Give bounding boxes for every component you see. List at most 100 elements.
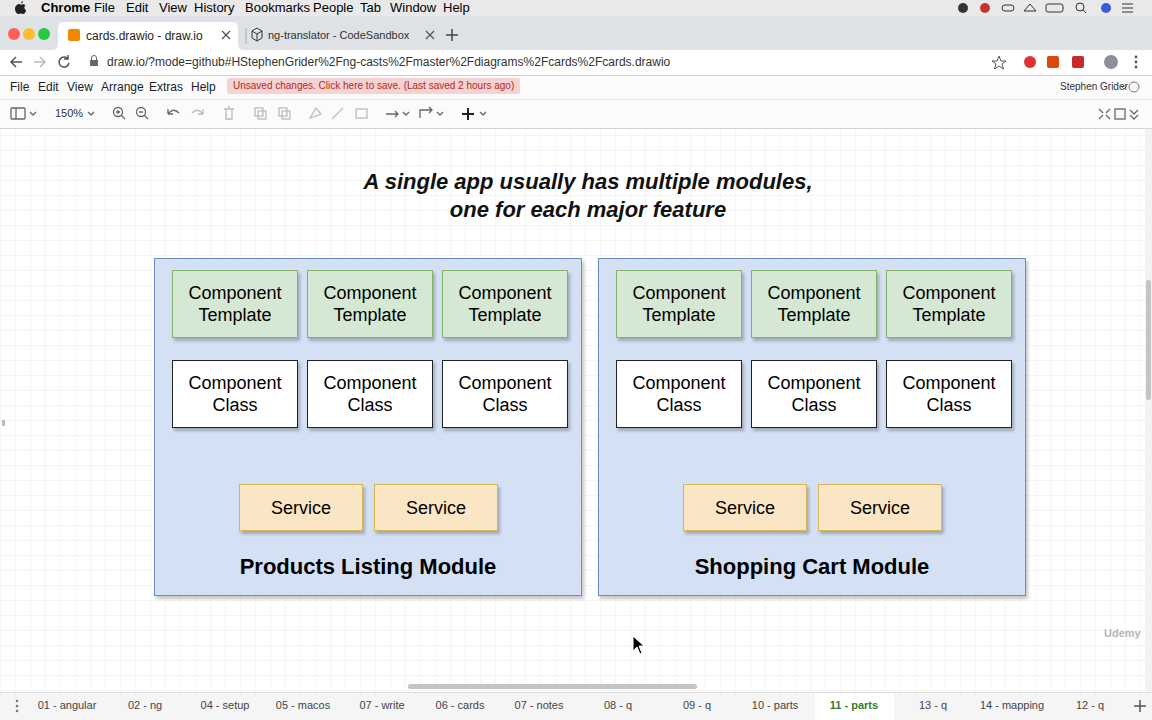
tab-close [222, 31, 230, 39]
tab-separator [246, 28, 247, 44]
separator [0, 692, 1152, 693]
menu-item: People [313, 0, 353, 16]
node-text: Component Class [314, 372, 426, 416]
class-box: Component Class [616, 360, 742, 428]
extension-icon [1072, 56, 1084, 68]
scrollbar-thumb [408, 684, 697, 689]
node-text: Service [406, 497, 466, 519]
tab-title: ng-translator - CodeSandbox [268, 29, 409, 42]
node-text: Component Class [758, 372, 870, 416]
page-tab: 02 - ng [128, 699, 162, 712]
module-container: Shopping Cart ModuleComponent TemplateCo… [598, 258, 1026, 596]
mouse-cursor [633, 636, 644, 654]
page-tab: 05 - macos [276, 699, 330, 712]
node-text: Component Class [893, 372, 1005, 416]
forward-button [34, 57, 45, 67]
app-menu-item: Extras [149, 80, 183, 94]
class-box: Component Class [307, 360, 433, 428]
template-box: Component Template [442, 270, 568, 338]
separator [0, 128, 1152, 129]
menu-item: Chrome [41, 0, 90, 16]
template-box: Component Template [616, 270, 742, 338]
page-tab: 04 - setup [201, 699, 250, 712]
node-text: Component Template [179, 282, 291, 326]
class-box: Component Class [442, 360, 568, 428]
app-menu-item: Help [191, 80, 216, 94]
extension-icon [1047, 56, 1059, 68]
lock-icon [92, 56, 97, 61]
template-box: Component Template [751, 270, 877, 338]
service-box: Service [239, 484, 363, 531]
page-tab: 11 - parts [830, 699, 878, 712]
page-menu-dots [16, 700, 19, 713]
page-tab: 09 - q [683, 699, 711, 712]
page-tab: 12 - q [1076, 699, 1104, 712]
extension-icon [1024, 56, 1036, 68]
node-text: Component Class [179, 372, 291, 416]
menu-item: Help [443, 0, 470, 16]
page-tab: 08 - q [604, 699, 632, 712]
new-tab-plus [446, 29, 458, 41]
app-menu-item: File [10, 80, 29, 94]
page-tab: 01 - angular [38, 699, 97, 712]
active-tab [52, 22, 244, 50]
menu-item: Bookmarks [245, 0, 310, 16]
language-icon [1129, 82, 1139, 92]
node-text: Component Template [623, 282, 735, 326]
page-tab: 06 - cards [436, 699, 485, 712]
template-box: Component Template [172, 270, 298, 338]
app-toolbar [0, 99, 1152, 129]
node-text: Component Template [314, 282, 426, 326]
separator [0, 75, 1152, 76]
menu-item: File [94, 0, 115, 16]
node-text: Service [850, 497, 910, 519]
service-box: Service [374, 484, 498, 531]
tab-close [426, 31, 434, 39]
app-menu-item: Edit [38, 80, 59, 94]
node-text: Products Listing Module [240, 553, 497, 581]
back-button [11, 57, 22, 67]
zoom-level: 150% [55, 107, 83, 120]
page-tab: 07 - notes [515, 699, 564, 712]
node-text: Component Class [623, 372, 735, 416]
drawio-favicon [68, 29, 80, 41]
class-box: Component Class [172, 360, 298, 428]
tab-title: cards.drawio - draw.io [86, 29, 203, 43]
close-button [8, 28, 20, 40]
lock-icon [90, 60, 98, 66]
template-box: Component Template [307, 270, 433, 338]
node-text: Component Template [449, 282, 561, 326]
active-page-tab [815, 693, 894, 720]
app-menu-item: Arrange [101, 80, 144, 94]
tab-strip [0, 16, 1152, 50]
reload-button [59, 55, 69, 67]
save-notice: Unsaved changes. Click here to save. (La… [227, 78, 520, 94]
template-box: Component Template [886, 270, 1012, 338]
node-text: Shopping Cart Module [695, 553, 930, 581]
panel-handle [2, 420, 5, 426]
page-tab: 14 - mapping [980, 699, 1044, 712]
menu-bar [0, 0, 1152, 16]
menu-dots [1135, 56, 1138, 69]
module-container: Products Listing Module Component Templat… [154, 258, 582, 596]
class-box: Component Class [886, 360, 1012, 428]
url-text: draw.io/?mode=github#HStephenGrider%2Fng… [107, 55, 670, 69]
menu-item: View [159, 0, 187, 16]
page-tab: 10 - parts [752, 699, 798, 712]
minimize-button [23, 28, 35, 40]
canvas-grid [0, 129, 1145, 692]
add-page-plus [1134, 700, 1146, 712]
profile-avatar [1104, 55, 1118, 69]
app-menubar [0, 76, 1152, 99]
status-icons [958, 3, 1133, 13]
node-text: Component Template [758, 282, 870, 326]
menu-item: Tab [360, 0, 381, 16]
app-menu-item: View [67, 80, 93, 94]
class-box: Component Class [751, 360, 877, 428]
separator [0, 99, 1152, 100]
service-box: Service [683, 484, 807, 531]
scrollbar-thumb [1146, 280, 1151, 400]
toolbar-icons [11, 107, 1138, 120]
node-text: Component Template [893, 282, 1005, 326]
canvas [0, 129, 1145, 692]
